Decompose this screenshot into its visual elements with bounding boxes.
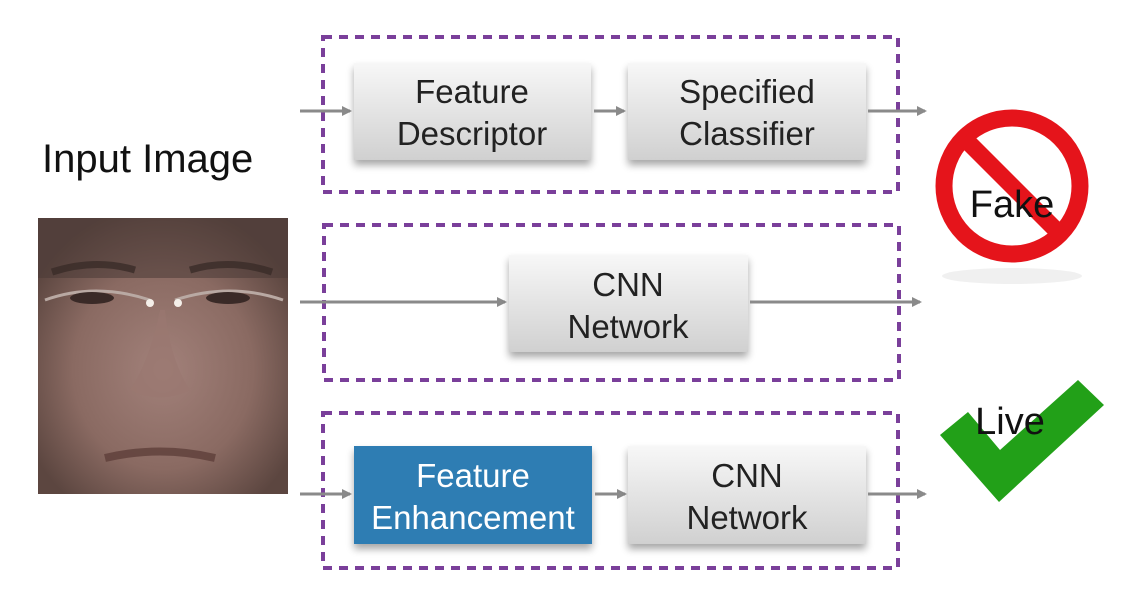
cnn-network-2-label-line2: Network [686, 499, 808, 536]
fake-label: Fake [970, 184, 1054, 226]
specified-classifier-label-line1: Specified [679, 73, 815, 110]
feature-enhancement-box: Feature Enhancement [354, 446, 592, 544]
input-face-photo [38, 218, 288, 494]
cnn-network-2-label-line1: CNN [711, 457, 783, 494]
pipeline-3: Feature Enhancement CNN Network [300, 411, 927, 570]
pipeline-1-border [321, 35, 900, 194]
live-label: Live [975, 401, 1045, 443]
live-output: Live [940, 380, 1104, 502]
specified-classifier-box: Specified Classifier [628, 63, 866, 160]
pipeline-2: CNN Network [300, 223, 922, 382]
feature-descriptor-label-line1: Feature [415, 73, 529, 110]
specified-classifier-label-line2: Classifier [679, 115, 815, 152]
cnn-network-1-label-line1: CNN [592, 266, 664, 303]
feature-descriptor-label-line2: Descriptor [397, 115, 547, 152]
feature-enhancement-label-line2: Enhancement [371, 499, 575, 536]
fake-output: Fake [935, 109, 1089, 284]
pipeline-1: Feature Descriptor Specified Classifier [300, 35, 927, 194]
prohibited-icon [935, 109, 1089, 263]
cnn-network-box-1: CNN Network [509, 255, 748, 352]
feature-descriptor-box: Feature Descriptor [354, 63, 591, 160]
checkmark-icon [940, 380, 1104, 502]
pipeline-3-border [321, 411, 900, 570]
cnn-network-1-label-line2: Network [567, 308, 689, 345]
cnn-network-box-2: CNN Network [628, 446, 866, 544]
input-image-label: Input Image [42, 137, 253, 181]
feature-enhancement-label-line1: Feature [416, 457, 530, 494]
